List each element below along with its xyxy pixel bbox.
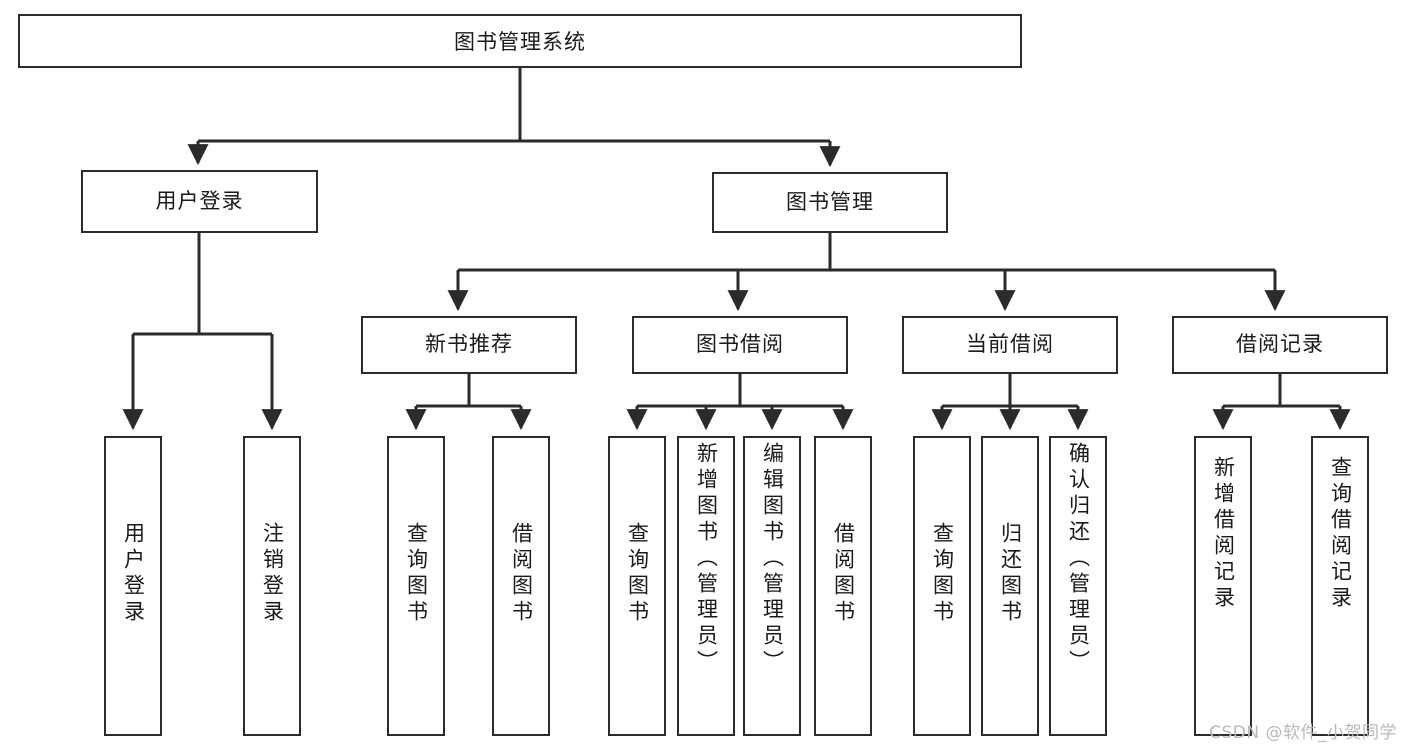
node-label: 新增图书（管理员） [694, 442, 719, 676]
leaf-logout[interactable]: 注销登录 [243, 436, 301, 736]
node-book-borrow[interactable]: 图书借阅 [632, 316, 848, 374]
node-borrow-records[interactable]: 借阅记录 [1172, 316, 1388, 374]
node-label: 图书借阅 [696, 332, 784, 357]
node-label: 新增借阅记录 [1211, 456, 1236, 612]
leaf-query-book-borrow[interactable]: 查询图书 [608, 436, 666, 736]
node-book-management[interactable]: 图书管理 [712, 172, 948, 233]
node-label: 查询图书 [625, 522, 650, 626]
node-label: 图书管理 [786, 189, 874, 214]
leaf-query-book-newbook[interactable]: 查询图书 [387, 436, 445, 736]
node-label: 查询借阅记录 [1328, 456, 1353, 612]
leaf-edit-book-admin[interactable]: 编辑图书（管理员） [743, 436, 801, 736]
node-root-book-management-system[interactable]: 图书管理系统 [18, 14, 1022, 68]
node-label: 新书推荐 [425, 332, 513, 357]
node-label: 查询图书 [404, 522, 429, 626]
node-label: 用户登录 [155, 188, 244, 213]
node-label: 借阅记录 [1236, 332, 1324, 357]
leaf-user-login[interactable]: 用户登录 [104, 436, 162, 736]
node-label: 查询图书 [930, 522, 955, 626]
leaf-borrow-book[interactable]: 借阅图书 [814, 436, 872, 736]
node-label: 借阅图书 [509, 522, 534, 626]
node-new-book-recommend[interactable]: 新书推荐 [361, 316, 577, 374]
watermark: CSDN @软件_小贺同学 [1209, 723, 1397, 743]
node-label: 用户登录 [121, 522, 146, 626]
node-current-borrow[interactable]: 当前借阅 [902, 316, 1118, 374]
node-label: 注销登录 [260, 522, 285, 626]
node-label: 借阅图书 [831, 522, 856, 626]
leaf-return-book[interactable]: 归还图书 [981, 436, 1039, 736]
node-label: 确认归还（管理员） [1066, 442, 1091, 676]
leaf-query-borrow-record[interactable]: 查询借阅记录 [1311, 436, 1369, 736]
node-label: 当前借阅 [966, 332, 1054, 357]
leaf-query-book-current[interactable]: 查询图书 [913, 436, 971, 736]
leaf-add-borrow-record[interactable]: 新增借阅记录 [1194, 436, 1252, 736]
node-label: 编辑图书（管理员） [760, 442, 785, 676]
leaf-borrow-book-newbook[interactable]: 借阅图书 [492, 436, 550, 736]
leaf-add-book-admin[interactable]: 新增图书（管理员） [677, 436, 735, 736]
node-label: 归还图书 [998, 522, 1023, 626]
node-label: 图书管理系统 [454, 30, 586, 54]
leaf-confirm-return-admin[interactable]: 确认归还（管理员） [1049, 436, 1107, 736]
node-user-login[interactable]: 用户登录 [81, 170, 318, 233]
